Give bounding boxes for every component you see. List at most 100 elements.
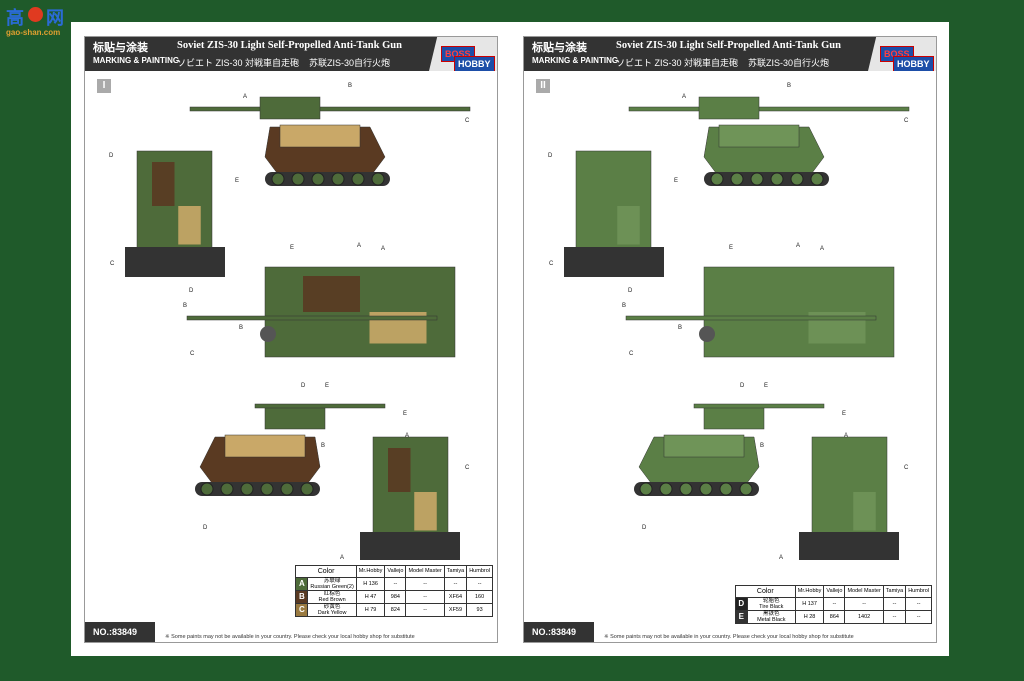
paint-code-humbrol: 93 [466, 603, 493, 618]
color-cn: 黑铁色 [763, 611, 780, 618]
paint-note: ※ Some paints may not be available in yo… [604, 634, 854, 640]
callout-label: B [321, 443, 325, 449]
road-wheel [220, 482, 234, 496]
callout-label: C [904, 465, 909, 471]
paint-code-humbrol: 160 [466, 590, 493, 605]
paint-code-vallejo: -- [823, 596, 846, 612]
header-cn: 标贴与涂装 [532, 42, 587, 54]
road-wheel [710, 172, 724, 186]
gun-barrel [628, 106, 910, 112]
header-jp: ソビエト ZIS-30 対戦車自走砲 [616, 58, 739, 68]
rear-view-camo [853, 492, 876, 531]
color-swatch: B [295, 590, 309, 605]
header-marking-painting: MARKING & PAINTING [532, 56, 619, 65]
color-en: Tire Black [759, 604, 784, 611]
brand-text: HOBBY [454, 56, 495, 71]
item-number: NO.:83849 [524, 622, 594, 642]
callout-label: C [904, 118, 909, 124]
paint-code-model_master: -- [405, 576, 445, 592]
callout-label: C [190, 351, 195, 357]
road-wheel [639, 482, 653, 496]
callout-label: D [109, 153, 114, 159]
top-gun-barrel [186, 315, 438, 321]
header-cn-title: 苏联ZIS-30自行火炮 [748, 58, 830, 68]
callout-label: B [622, 303, 626, 309]
color-swatch: E [734, 610, 748, 625]
color-cn: 砂黄色 [323, 604, 341, 611]
callout-label: B [678, 325, 682, 331]
callout-label: D [548, 153, 553, 159]
callout-label: E [729, 245, 733, 251]
road-wheel [679, 482, 693, 496]
callout-label: D [642, 525, 647, 531]
tank-side-view [195, 406, 326, 496]
front-view-camo [591, 162, 614, 206]
rear-tracks [360, 532, 460, 560]
rear-view-camo [388, 448, 411, 492]
callout-label: A [357, 243, 361, 249]
watermark-url: gao-shan.com [6, 28, 61, 37]
color-cn: 轮胎色 [763, 598, 780, 604]
instruction-sheet: 标贴与涂装 MARKING & PAINTING Soviet ZIS-30 L… [71, 22, 949, 656]
callout-label: C [465, 118, 470, 124]
top-view-camo [742, 276, 799, 312]
callout-label: C [549, 261, 554, 267]
callout-label: B [348, 83, 352, 89]
road-wheel [311, 172, 325, 186]
road-wheel [371, 172, 385, 186]
page-scheme-2: 标贴与涂装 MARKING & PAINTING Soviet ZIS-30 L… [523, 36, 937, 643]
callout-label: D [740, 383, 745, 389]
road-wheel [291, 172, 305, 186]
callout-label: A [381, 246, 385, 252]
col-header: Model Master [405, 565, 445, 578]
header-subtitles: ソビエト ZIS-30 対戦車自走砲 苏联ZIS-30自行火炮 [616, 56, 829, 69]
paint-code-vallejo: -- [384, 576, 407, 592]
callout-label: A [779, 555, 783, 561]
paint-code-tamiya: XF64 [443, 590, 468, 605]
paint-code-tamiya: -- [882, 610, 907, 625]
road-wheel [280, 482, 294, 496]
callout-label: E [764, 383, 768, 389]
callout-label: D [301, 383, 306, 389]
scheme-number: I [97, 79, 111, 93]
paint-note: ※ Some paints may not be available in yo… [165, 634, 415, 640]
col-header: Humbrol [466, 565, 493, 578]
callout-label: A [844, 433, 848, 439]
gun-shield [264, 406, 326, 430]
col-header: Vallejo [823, 585, 846, 598]
paint-code-mrhobby: H 47 [355, 590, 386, 605]
superstructure [718, 124, 800, 148]
col-header: Vallejo [384, 565, 407, 578]
paint-code-model_master: -- [844, 596, 884, 612]
rear-gun-barrel [254, 403, 386, 409]
tank-side-view [189, 96, 471, 186]
front-view-camo [178, 206, 201, 245]
paint-code-mrhobby: H 137 [794, 596, 825, 612]
callout-label: E [235, 178, 239, 184]
paint-code-model_master: 1402 [844, 610, 884, 625]
header-title: Soviet ZIS-30 Light Self-Propelled Anti-… [616, 40, 841, 51]
top-view-camo [303, 276, 360, 312]
watermark-chars: 高网 [6, 8, 86, 28]
paint-code-tamiya: XF59 [443, 603, 468, 618]
callout-label: A [682, 94, 686, 100]
paint-code-mrhobby: H 28 [794, 610, 825, 625]
header-cn-title: 苏联ZIS-30自行火炮 [309, 58, 391, 68]
rear-view-camo [827, 448, 850, 492]
col-header: Tamiya [443, 565, 468, 578]
color-en: Metal Black [757, 617, 786, 624]
callout-label: E [290, 245, 294, 251]
callout-label: E [842, 411, 846, 417]
gun-shield [259, 96, 321, 120]
paint-code-mrhobby: H 79 [355, 603, 386, 618]
paint-code-vallejo: 824 [384, 603, 407, 618]
